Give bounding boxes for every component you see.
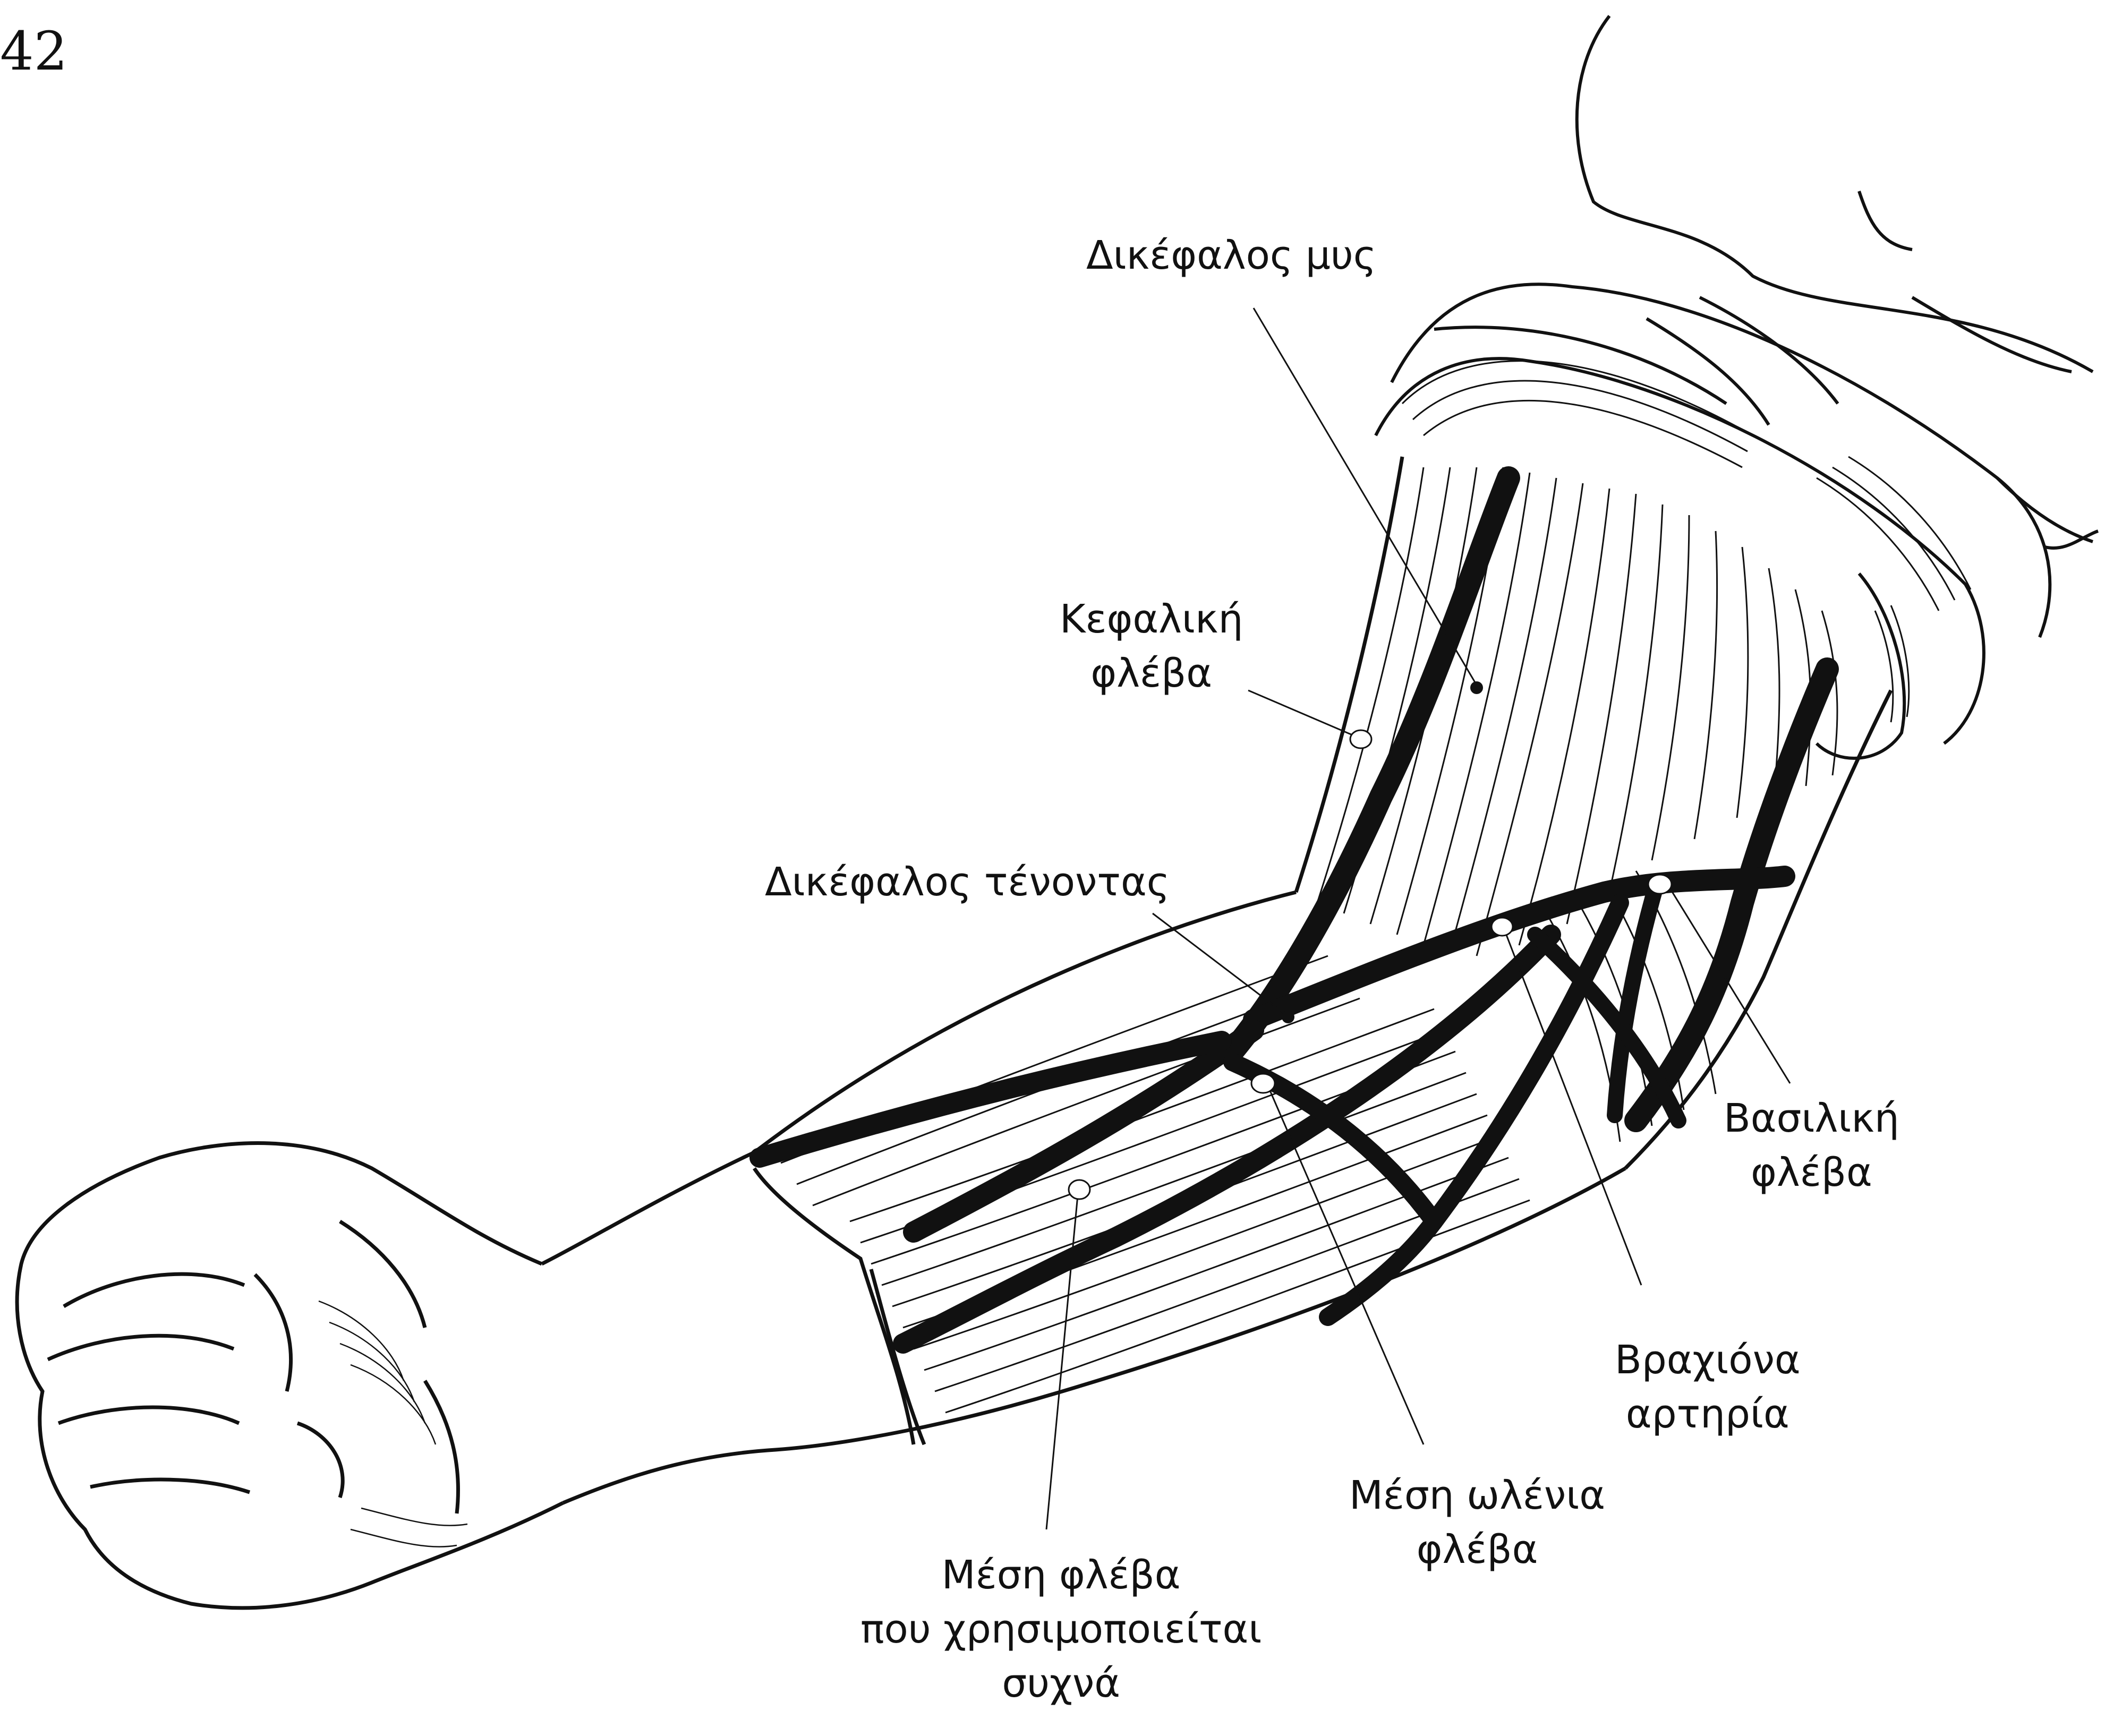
marker-biceps-tendon — [1282, 1011, 1294, 1023]
label-median-vein: Μέση φλέβα που χρησιμοποιείται συχνά — [860, 1548, 1262, 1711]
marker-brachial-artery — [1492, 918, 1513, 936]
label-median-vein-line3: συχνά — [860, 1656, 1262, 1711]
label-biceps-muscle: Δικέφαλος μυς — [1086, 228, 1376, 283]
leader-biceps-muscle — [1254, 308, 1477, 685]
label-brachial-artery-line2: αρτηρία — [1615, 1387, 1801, 1441]
label-cephalic-vein: Κεφαλική φλέβα — [1060, 592, 1243, 700]
marker-cephalic-vein — [1350, 730, 1371, 748]
marker-median-ulnar-vein — [1251, 1074, 1275, 1093]
label-basilic-vein-line2: φλέβα — [1724, 1145, 1899, 1200]
label-median-ulnar-vein-line2: φλέβα — [1349, 1523, 1605, 1577]
marker-basilic-vein — [1648, 875, 1672, 894]
label-brachial-artery-line1: Βραχιόνα — [1615, 1333, 1801, 1387]
veins — [760, 478, 1827, 1344]
label-brachial-artery: Βραχιόνα αρτηρία — [1615, 1333, 1801, 1441]
leader-cephalic-vein — [1248, 690, 1360, 738]
label-basilic-vein-line1: Βασιλική — [1724, 1091, 1899, 1145]
forearm-lower-vein-path — [903, 935, 1551, 1344]
marker-median-vein — [1069, 1180, 1090, 1199]
label-cephalic-vein-line2: φλέβα — [1060, 646, 1243, 700]
label-biceps-tendon: Δικέφαλος τένοντας — [765, 855, 1170, 909]
fist — [17, 1143, 563, 1608]
rolled-sleeve — [1376, 16, 2098, 758]
label-median-ulnar-vein-line1: Μέση ωλένια — [1349, 1468, 1605, 1523]
marker-biceps-muscle — [1470, 681, 1483, 694]
label-median-vein-line1: Μέση φλέβα — [860, 1548, 1262, 1602]
label-cephalic-vein-line1: Κεφαλική — [1060, 592, 1243, 646]
label-median-ulnar-vein: Μέση ωλένια φλέβα — [1349, 1468, 1605, 1577]
leader-median-vein — [1046, 1190, 1078, 1529]
label-median-vein-line2: που χρησιμοποιείται — [860, 1602, 1262, 1656]
label-basilic-vein: Βασιλική φλέβα — [1724, 1091, 1899, 1200]
leader-biceps-tendon — [1153, 913, 1285, 1014]
